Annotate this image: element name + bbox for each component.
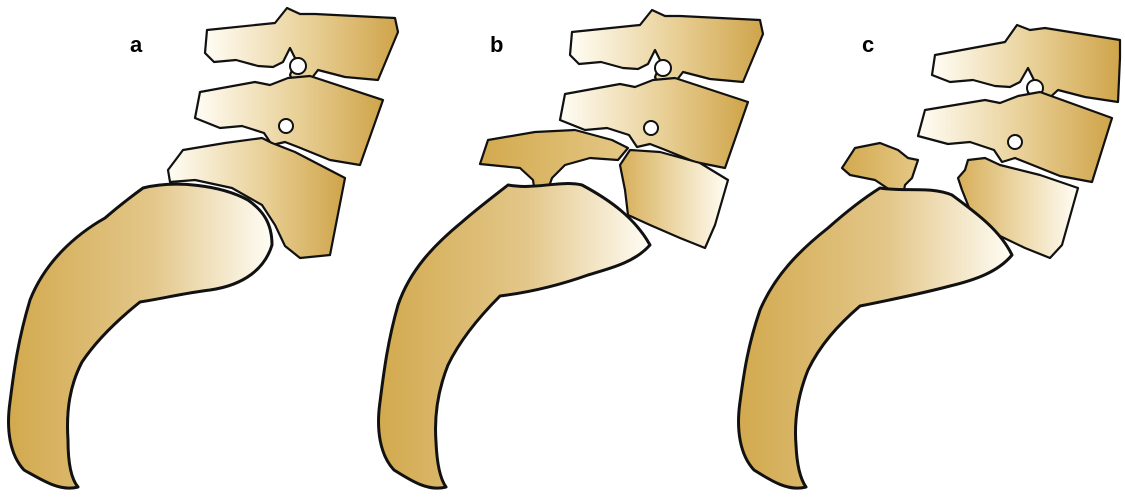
posterior-arch	[478, 128, 630, 202]
sacrum	[7, 182, 274, 490]
panel-label-b: b	[490, 32, 503, 57]
vertebra-l5-slipped	[618, 148, 730, 250]
vertebra-l5-slipped	[956, 156, 1080, 260]
vertebra-l5	[166, 136, 347, 260]
panel-c: c	[737, 23, 1122, 490]
panel-label-c: c	[862, 32, 874, 57]
sacrum	[737, 186, 1014, 490]
panel-label-a: a	[130, 32, 143, 57]
panel-a: a	[7, 6, 400, 490]
panel-b: b	[377, 8, 765, 490]
sacrum	[377, 182, 652, 490]
vertebra-upper	[930, 23, 1122, 107]
